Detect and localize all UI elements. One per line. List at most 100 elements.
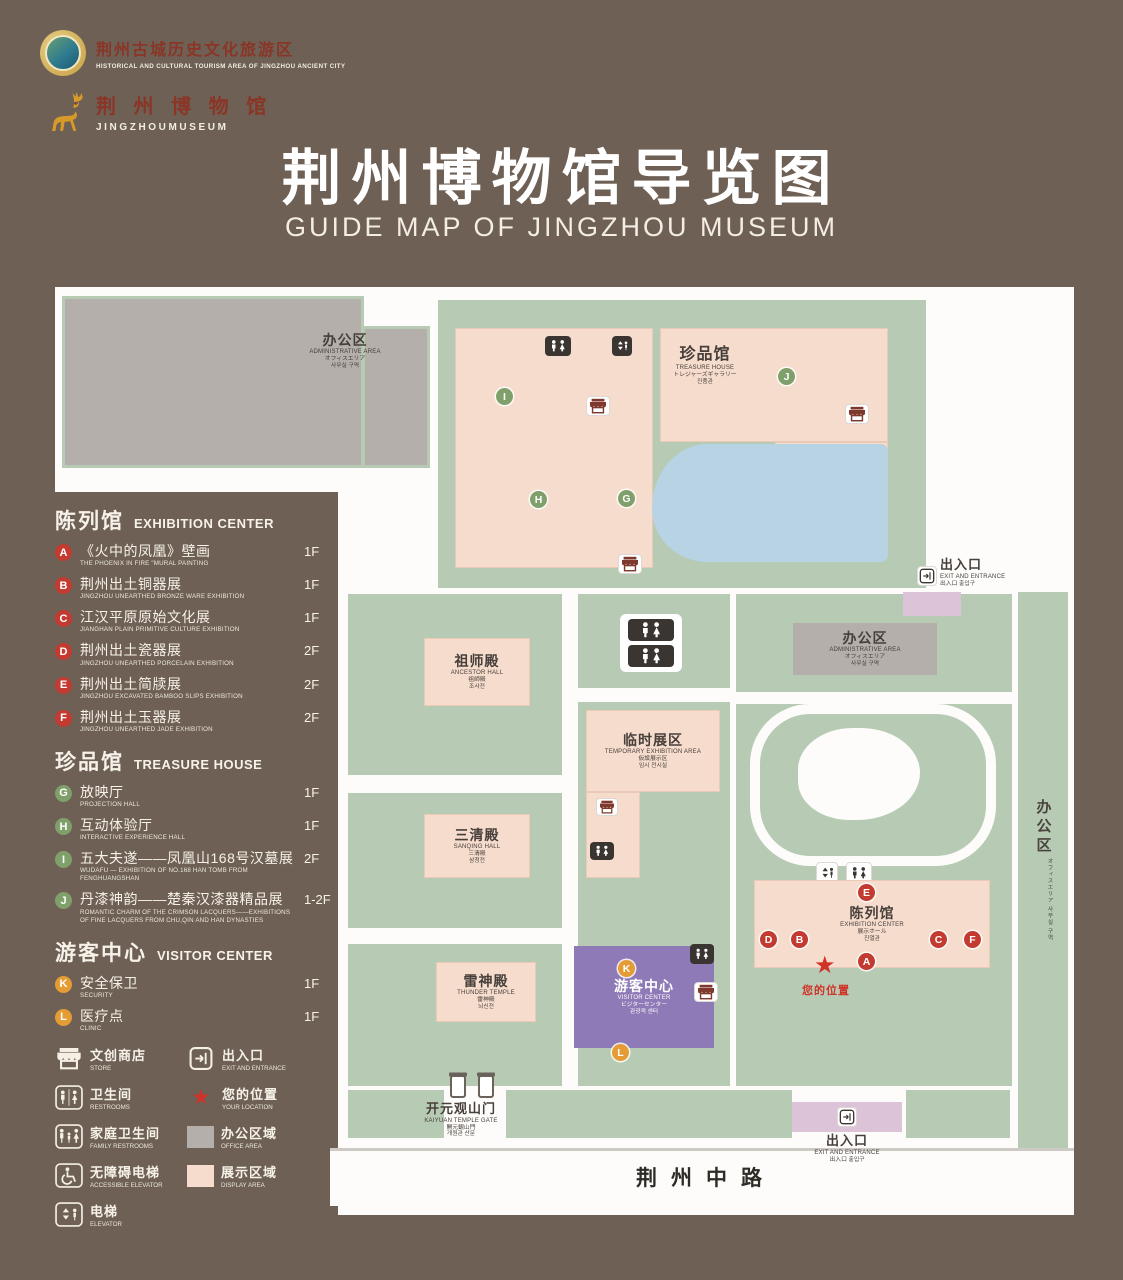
map-marker-L: L <box>612 1044 629 1061</box>
gate-label: 开元观山门 KAIYUAN TEMPLE GATE 開元観山門 개원관 산문 <box>424 1101 498 1138</box>
map-marker-J: J <box>778 368 795 385</box>
exit-icon <box>917 566 937 586</box>
road-area <box>330 1148 1074 1206</box>
marker-badge-B: B <box>55 577 72 595</box>
building-ancestor-hall: 祖师殿 ANCESTOR HALL 祖師殿 조사전 <box>424 638 530 706</box>
display-swatch <box>187 1164 214 1187</box>
marker-badge-H: H <box>55 818 72 836</box>
marker-badge-E: E <box>55 676 72 694</box>
restroom-icon <box>545 336 571 356</box>
building-sanqing-hall: 三清殿 SANQING HALL 三清殿 삼청전 <box>424 814 530 878</box>
green-strip-south-2 <box>506 1090 792 1138</box>
restroom-icon <box>846 862 872 884</box>
admin-top-label: 办公区 ADMINISTRATIVE AREA オフィスエリア 사무실 구역 <box>309 332 381 369</box>
family-restroom-icon <box>55 1124 83 1149</box>
map-marker-E: E <box>858 884 875 901</box>
restroom-block <box>620 614 682 672</box>
green-strip-south-1 <box>348 1090 444 1138</box>
store-icon <box>586 396 610 416</box>
elevator-icon <box>612 336 632 356</box>
building-admin-right: 办公区 ADMINISTRATIVE AREA オフィスエリア 사무실 구역 <box>790 620 940 678</box>
museum-logo-subtitle: JINGZHOUMUSEUM <box>96 122 229 133</box>
floor-indicator: 1F <box>304 975 320 991</box>
marker-badge-C: C <box>55 610 72 628</box>
map-marker-F: F <box>964 931 981 948</box>
floor-indicator: 1F <box>304 610 320 626</box>
floor-indicator: 1F <box>304 784 320 800</box>
floor-indicator: 2F <box>304 643 320 659</box>
building-temporary-exhibition: 临时展区 TEMPORARY EXHIBITION AREA 仮設展示区 임시 … <box>586 710 720 792</box>
restroom-icon <box>55 1085 83 1110</box>
store-icon <box>845 404 869 424</box>
museum-logo-title: 荆 州 博 物 馆 <box>96 96 273 118</box>
restroom-icon <box>628 619 674 641</box>
floor-indicator: 2F <box>304 709 320 725</box>
exit-icon <box>187 1046 215 1071</box>
marker-badge-L: L <box>55 1008 72 1026</box>
building-thunder-temple: 雷神殿 THUNDER TEMPLE 雷神殿 뇌신전 <box>436 962 536 1022</box>
building-admin-top-wing <box>362 326 430 468</box>
store-icon <box>618 554 642 574</box>
marker-badge-I: I <box>55 851 72 869</box>
exit-bottom-label: 出入口 EXIT AND ENTRANCE 出入口 출입구 <box>814 1133 880 1163</box>
tourism-logo: 荆州古城历史文化旅游区 HISTORICAL AND CULTURAL TOUR… <box>40 30 345 76</box>
floor-indicator: 1F <box>304 818 320 834</box>
floor-indicator: 1-2F <box>304 892 331 908</box>
map-marker-G: G <box>618 490 635 507</box>
pond <box>652 444 888 562</box>
marker-badge-J: J <box>55 892 72 910</box>
restroom-icon <box>590 842 614 860</box>
building-admin-top <box>62 296 364 468</box>
exit-icon <box>837 1107 857 1127</box>
accessible-elevator-icon <box>55 1163 83 1188</box>
map-marker-A: A <box>858 953 875 970</box>
location-icon: ★ <box>191 1086 211 1109</box>
tourism-emblem-core <box>45 35 81 71</box>
museum-logo: 荆 州 博 物 馆 JINGZHOUMUSEUM <box>40 90 272 133</box>
marker-badge-K: K <box>55 975 72 993</box>
marker-badge-F: F <box>55 709 72 727</box>
map-marker-C: C <box>930 931 947 948</box>
tourism-emblem-icon <box>40 30 86 76</box>
floor-indicator: 1F <box>304 577 320 593</box>
tourism-logo-subtitle: HISTORICAL AND CULTURAL TOURISM AREA OF … <box>96 63 346 70</box>
elevator-icon <box>55 1202 83 1227</box>
page-title: 荆州博物馆导览图 <box>281 145 842 212</box>
map-marker-K: K <box>618 960 635 977</box>
restroom-icon <box>628 645 674 667</box>
path <box>736 692 1012 704</box>
your-location-label: 您的位置 <box>802 985 850 997</box>
map-marker-I: I <box>496 388 513 405</box>
page-subtitle: GUIDE MAP OF JINGZHOU MUSEUM <box>284 212 839 242</box>
exit-bottom-pad <box>792 1102 902 1132</box>
gate-pillar-icon <box>448 1072 468 1099</box>
marker-badge-G: G <box>55 784 72 802</box>
deer-icon <box>40 91 86 133</box>
floor-indicator: 1F <box>304 544 320 559</box>
store-icon <box>55 1046 83 1071</box>
marker-badge-A: A <box>55 544 72 561</box>
floor-indicator: 2F <box>304 676 320 692</box>
office-strip-label: 办公区 オフィスエリア 사무실 구역 <box>1034 799 1053 941</box>
garden-path <box>750 704 996 866</box>
treasure-label: 珍品馆 TREASURE HOUSE トレジャーズギャラリー 진품관 <box>673 346 737 385</box>
